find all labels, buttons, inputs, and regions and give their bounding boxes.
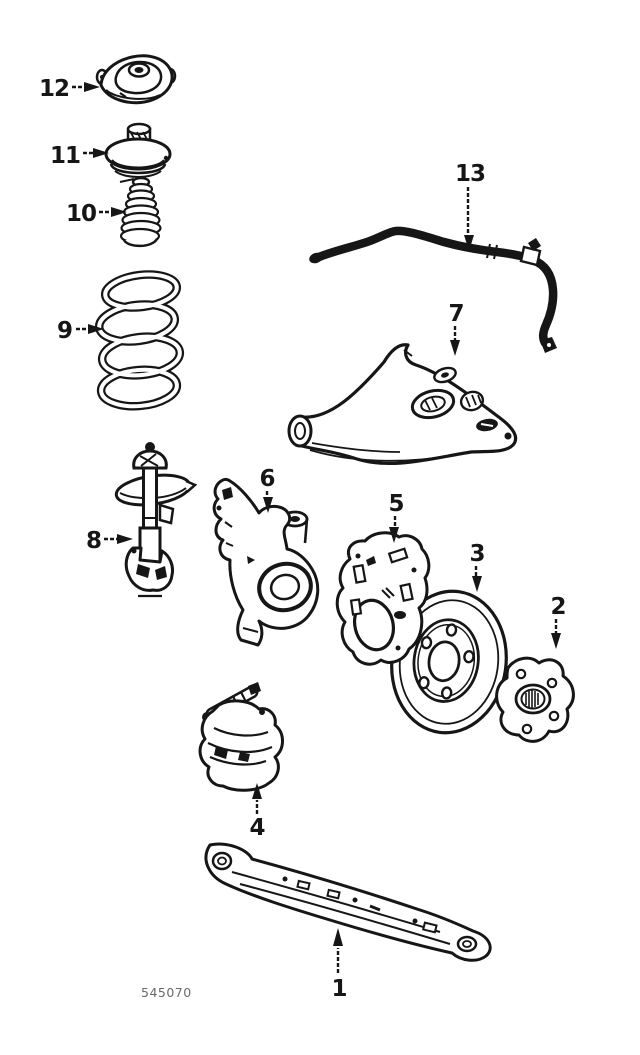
strut-dust-boot-part — [119, 176, 162, 248]
upper-spring-seat-part — [104, 122, 172, 178]
callout-3: 3 — [469, 541, 486, 592]
callout-2-arrow — [551, 633, 561, 649]
shield-hub-opening — [352, 598, 396, 652]
callout-13-arrow — [464, 235, 474, 251]
callout-4-arrow — [252, 783, 262, 799]
callout-1: 1 — [331, 928, 348, 1002]
callout-8-arrow — [117, 534, 133, 544]
bar-clamp — [519, 245, 542, 267]
callout-9: 9 — [57, 318, 104, 344]
callout-8-label: 8 — [86, 528, 101, 554]
callout-6-arrow — [263, 497, 273, 513]
callout-11: 11 — [50, 143, 109, 169]
figure-code: 545070 — [141, 985, 192, 1000]
callout-13: 13 — [455, 161, 486, 251]
brake-caliper-part — [198, 682, 284, 792]
callout-1-arrow — [333, 928, 343, 946]
rotor-center-bore — [427, 640, 461, 683]
callout-7-arrow — [450, 340, 460, 356]
lower-control-arm-part — [287, 343, 518, 466]
callout-4-label: 4 — [249, 815, 264, 841]
callout-6-label: 6 — [259, 466, 274, 492]
callout-8: 8 — [86, 528, 133, 554]
wheel-hub-part — [495, 656, 575, 743]
callout-12-label: 12 — [39, 76, 69, 102]
callout-11-label: 11 — [50, 143, 80, 169]
callout-5: 5 — [388, 491, 405, 543]
callout-4: 4 — [249, 783, 266, 841]
arm-ball-joint — [504, 432, 512, 440]
stabilizer-bar-part — [309, 226, 558, 353]
callout-12: 12 — [39, 76, 100, 102]
callout-10-label: 10 — [66, 201, 96, 227]
callout-3-label: 3 — [469, 541, 484, 567]
splash-shield-part — [335, 531, 431, 666]
callout-3-arrow — [472, 576, 482, 592]
callout-11-arrow — [93, 148, 109, 158]
callout-10-arrow — [111, 207, 127, 217]
callout-2-label: 2 — [550, 594, 565, 620]
bar-end-cap — [309, 252, 323, 264]
callout-12-arrow — [84, 82, 100, 92]
callout-9-arrow — [88, 324, 104, 334]
callout-2: 2 — [550, 594, 567, 649]
callout-9-label: 9 — [57, 318, 72, 344]
crossmember-part — [204, 842, 492, 962]
callout-1-label: 1 — [331, 976, 346, 1002]
callout-5-label: 5 — [388, 491, 403, 517]
callout-6: 6 — [259, 466, 276, 513]
callout-7-label: 7 — [448, 301, 463, 327]
steering-knuckle-part — [212, 477, 320, 647]
callout-10: 10 — [66, 201, 127, 227]
callout-5-arrow — [389, 527, 399, 543]
callout-13-label: 13 — [455, 161, 485, 187]
callout-7: 7 — [448, 301, 465, 356]
coil-spring-part — [94, 270, 185, 411]
strut-assembly-part — [114, 442, 198, 598]
strut-mount-part — [95, 54, 177, 105]
